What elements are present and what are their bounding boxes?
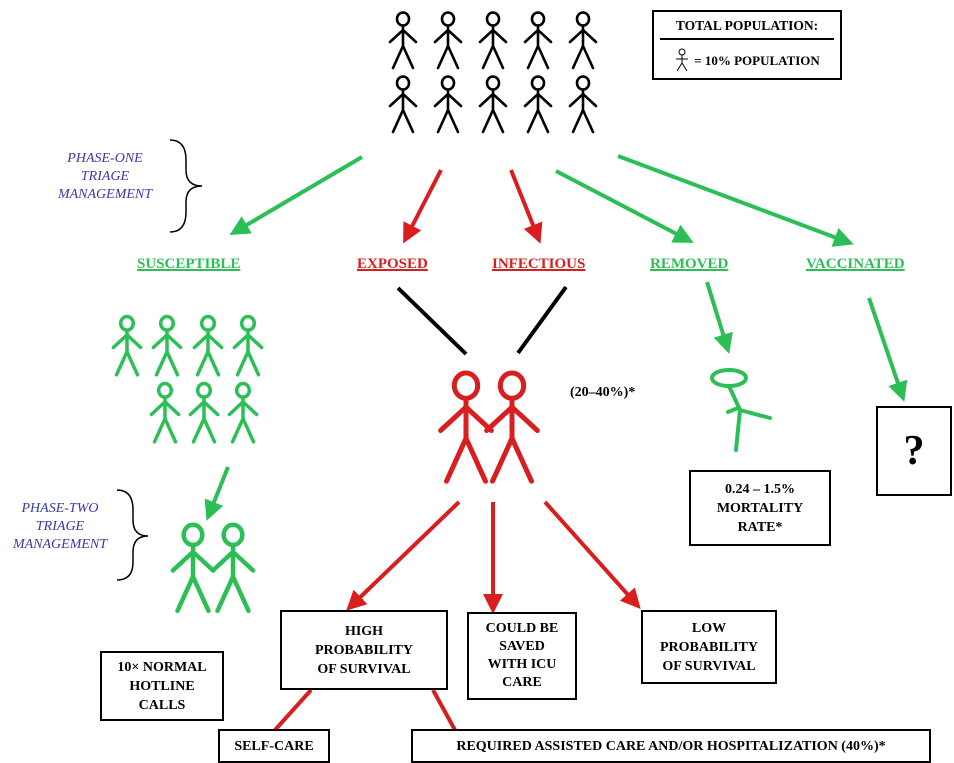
person-figure — [523, 75, 553, 134]
label-removed: REMOVED — [650, 256, 729, 272]
person-figure — [484, 370, 540, 484]
arrow-to-infectious — [509, 169, 543, 244]
legend-note: = 10% POPULATION — [694, 52, 820, 68]
phase-one-label: PHASE-ONE TRIAGE MANAGEMENT — [57, 151, 153, 202]
person-figure — [210, 522, 256, 614]
person-figure — [151, 314, 183, 377]
arrow-to-vaccinated — [617, 154, 854, 247]
label-vaccinated: VACCINATED — [806, 256, 905, 272]
person-figure — [438, 370, 494, 484]
label-susceptible: SUSCEPTIBLE — [137, 256, 241, 272]
arrow-to-susceptible — [229, 155, 364, 236]
phase-one-brace — [169, 139, 203, 233]
legend-box: TOTAL POPULATION: = 10% POPULATION — [652, 10, 842, 80]
infectious-connector — [516, 285, 568, 355]
arrow-to-exposed — [403, 169, 443, 244]
line-to-assisted-care — [431, 689, 457, 731]
vaccinated-unknown-box: ? — [876, 406, 952, 496]
person-figure — [388, 11, 418, 70]
infected-percentage: (20–40%)* — [570, 385, 636, 400]
person-figure — [388, 75, 418, 134]
phase-two-figures — [170, 522, 256, 614]
person-figure — [478, 11, 508, 70]
person-figure — [478, 75, 508, 134]
high-survival-box: HIGH PROBABILITY OF SURVIVAL — [280, 610, 448, 690]
total-population-figures — [388, 11, 598, 134]
label-exposed: EXPOSED — [357, 256, 428, 272]
person-figure — [192, 314, 224, 377]
person-figure — [523, 11, 553, 70]
arrow-to-unknown — [867, 297, 908, 402]
person-figure — [227, 381, 259, 444]
phase-two-brace — [116, 489, 149, 581]
person-figure — [232, 314, 264, 377]
infected-figures — [438, 370, 540, 484]
legend-title: TOTAL POPULATION: — [660, 16, 834, 40]
person-icon — [676, 48, 689, 72]
person-figure — [568, 11, 598, 70]
phase-two-label: PHASE-TWO TRIAGE MANAGEMENT — [12, 501, 108, 552]
susceptible-population-figures — [111, 314, 264, 444]
person-figure — [149, 381, 181, 444]
arrow-to-mortality — [705, 281, 733, 354]
low-survival-box: LOW PROBABILITY OF SURVIVAL — [641, 610, 777, 684]
arrow-to-phase-two — [204, 466, 230, 521]
label-infectious: INFECTIOUS — [492, 256, 586, 272]
arrow-to-low-survival — [543, 500, 641, 609]
exposed-connector — [396, 286, 468, 356]
mortality-box: 0.24 – 1.5% MORTALITY RATE* — [689, 470, 831, 546]
person-figure — [433, 11, 463, 70]
arrow-to-high-survival — [346, 500, 461, 611]
self-care-box: SELF-CARE — [218, 729, 330, 763]
person-figure — [170, 522, 216, 614]
hotline-calls-box: 10× NORMAL HOTLINE CALLS — [100, 651, 224, 721]
person-figure — [433, 75, 463, 134]
line-to-self-care — [273, 688, 313, 732]
person-figure — [568, 75, 598, 134]
arrow-to-removed — [555, 169, 694, 243]
person-figure — [188, 381, 220, 444]
assisted-care-box: REQUIRED ASSISTED CARE AND/OR HOSPITALIZ… — [411, 729, 931, 763]
person-figure — [111, 314, 143, 377]
removed-figure — [710, 368, 772, 452]
icu-box: COULD BE SAVED WITH ICU CARE — [467, 612, 577, 700]
